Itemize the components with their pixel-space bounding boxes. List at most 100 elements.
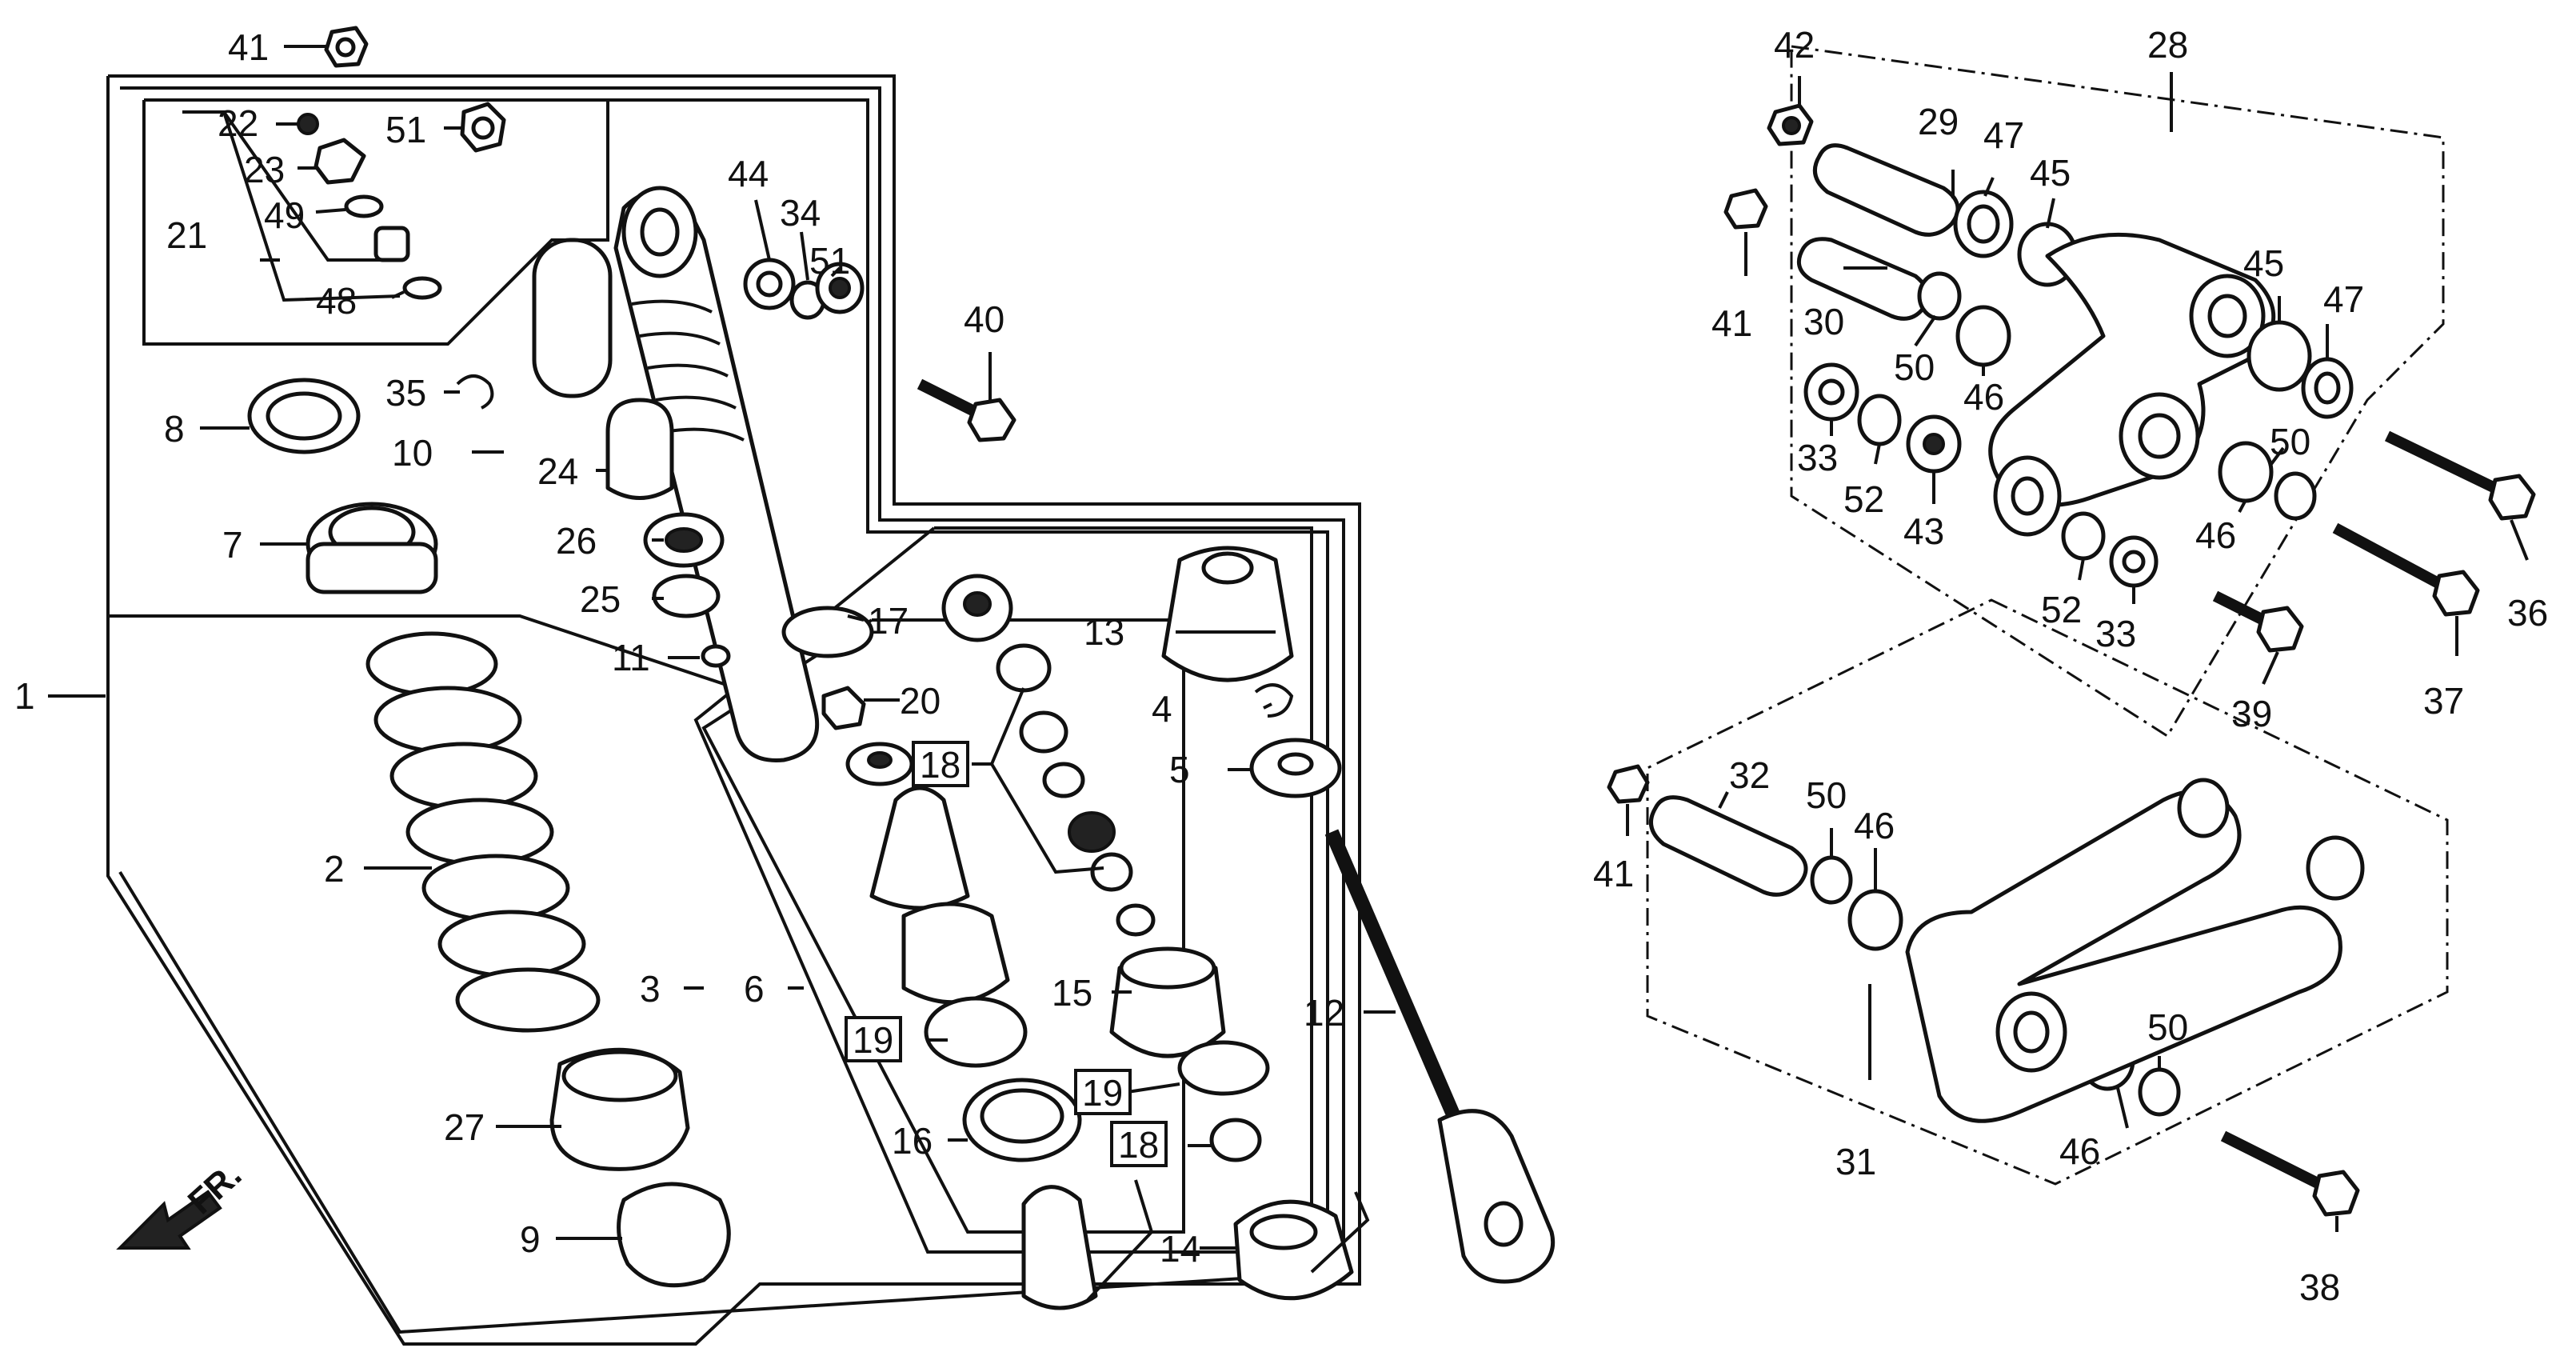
callout-50d: 50 <box>2147 1006 2188 1048</box>
collar-29 <box>1812 143 1960 237</box>
callout-20: 20 <box>900 680 941 722</box>
collar-32 <box>1648 795 1808 897</box>
callout-36: 36 <box>2507 592 2548 634</box>
callout-14: 14 <box>1160 1228 1200 1270</box>
callout-11: 11 <box>612 637 650 678</box>
callout-5: 5 <box>1169 749 1190 790</box>
bushing-46-top <box>1955 305 2011 367</box>
seal-18 <box>1209 1118 1262 1162</box>
callout-41a: 41 <box>228 26 269 68</box>
clip-35 <box>456 374 494 410</box>
damper-rod-12 <box>1324 829 1463 1123</box>
boxed-callout-frames <box>845 741 1168 1167</box>
callout-46c: 46 <box>1854 805 1895 846</box>
valve-11 <box>701 644 731 668</box>
callout-18b: 18 <box>1118 1124 1159 1166</box>
callout-34: 34 <box>780 192 821 234</box>
callout-32: 32 <box>1729 754 1770 796</box>
bushing-46-right <box>2218 441 2274 503</box>
callout-47a: 47 <box>1983 114 2024 156</box>
callout-10: 10 <box>392 432 433 474</box>
callout-52b: 52 <box>2041 589 2082 630</box>
callout-6: 6 <box>744 968 765 1010</box>
arrow-icon <box>116 1190 222 1250</box>
callout-30: 30 <box>1803 301 1844 342</box>
stopper-9 <box>617 1182 731 1288</box>
callout-15: 15 <box>1052 972 1092 1014</box>
washer-50-bottom-left <box>1810 855 1853 905</box>
callout-51b: 51 <box>809 240 850 282</box>
callout-19b: 19 <box>1082 1072 1123 1114</box>
callout-4: 4 <box>1152 688 1172 730</box>
callout-33a: 33 <box>1797 437 1838 478</box>
callout-24: 24 <box>537 450 578 492</box>
linkage-parts <box>1607 103 2536 1217</box>
callout-7: 7 <box>222 524 243 566</box>
oring-48 <box>402 276 442 300</box>
callout-49: 49 <box>264 194 305 236</box>
callout-45b: 45 <box>2243 242 2284 284</box>
bladder-24 <box>605 398 674 500</box>
nut-41-bottom <box>1607 764 1650 804</box>
ring-25 <box>652 574 721 618</box>
callout-46a: 46 <box>1963 376 2004 418</box>
callout-31: 31 <box>1835 1141 1876 1182</box>
valve-23 <box>314 138 366 185</box>
callout-26: 26 <box>556 520 597 562</box>
callout-18a: 18 <box>920 744 961 786</box>
callout-46b: 46 <box>2195 514 2236 556</box>
bushing-46-bottom-left <box>1847 889 1903 951</box>
callout-25: 25 <box>580 578 621 620</box>
valve-body <box>901 902 1010 1005</box>
callout-28: 28 <box>2147 24 2188 66</box>
bolt-36 <box>2384 430 2506 498</box>
callout-22: 22 <box>218 102 258 144</box>
bellows-bottom <box>1021 1185 1098 1310</box>
nut-41-linkage <box>1723 188 1768 230</box>
bellows-left <box>869 786 970 910</box>
callout-50c: 50 <box>1806 774 1847 816</box>
spring-2 <box>365 631 601 1033</box>
callout-48: 48 <box>316 280 357 322</box>
callout-47b: 47 <box>2323 278 2364 320</box>
rod-eye <box>1437 1109 1556 1284</box>
bearing-45-right <box>2247 320 2312 392</box>
ring-19-left <box>924 996 1028 1068</box>
nut-20 <box>821 686 866 730</box>
callout-43: 43 <box>1903 510 1944 552</box>
callout-46d: 46 <box>2059 1130 2100 1172</box>
callout-13: 13 <box>1084 611 1124 653</box>
bolt-37 <box>2332 522 2450 594</box>
callout-42: 42 <box>1774 24 1815 66</box>
ring-19-right <box>1177 1040 1270 1096</box>
bolt-38 <box>2220 1130 2330 1194</box>
callout-50b: 50 <box>2270 421 2310 462</box>
callout-37: 37 <box>2423 680 2464 722</box>
valve-21 <box>373 226 410 262</box>
callout-40: 40 <box>964 298 1004 340</box>
callout-52a: 52 <box>1843 478 1884 520</box>
oring-49 <box>344 194 384 218</box>
callout-41c: 41 <box>1593 853 1634 894</box>
seal-52-bottom <box>2061 511 2106 561</box>
callout-12: 12 <box>1304 992 1344 1034</box>
circlip-17 <box>781 606 874 658</box>
callout-38: 38 <box>2299 1266 2340 1308</box>
reservoir-10 <box>532 238 613 398</box>
callout-50a: 50 <box>1894 346 1935 388</box>
washer-50-top <box>1917 271 1962 321</box>
clip-4 <box>1254 683 1294 718</box>
callout-16: 16 <box>892 1120 933 1162</box>
callout-3: 3 <box>640 968 661 1010</box>
linkage-outlines <box>1646 45 2449 1186</box>
callout-41b: 41 <box>1711 302 1752 344</box>
shock-parts <box>247 26 1556 1310</box>
callout-27: 27 <box>444 1106 485 1148</box>
leader-lines <box>48 45 2529 1302</box>
cap-22 <box>297 113 319 135</box>
callout-8: 8 <box>164 408 185 450</box>
callout-2: 2 <box>324 848 345 890</box>
callout-19a: 19 <box>853 1019 893 1061</box>
callout-33b: 33 <box>2095 613 2136 654</box>
